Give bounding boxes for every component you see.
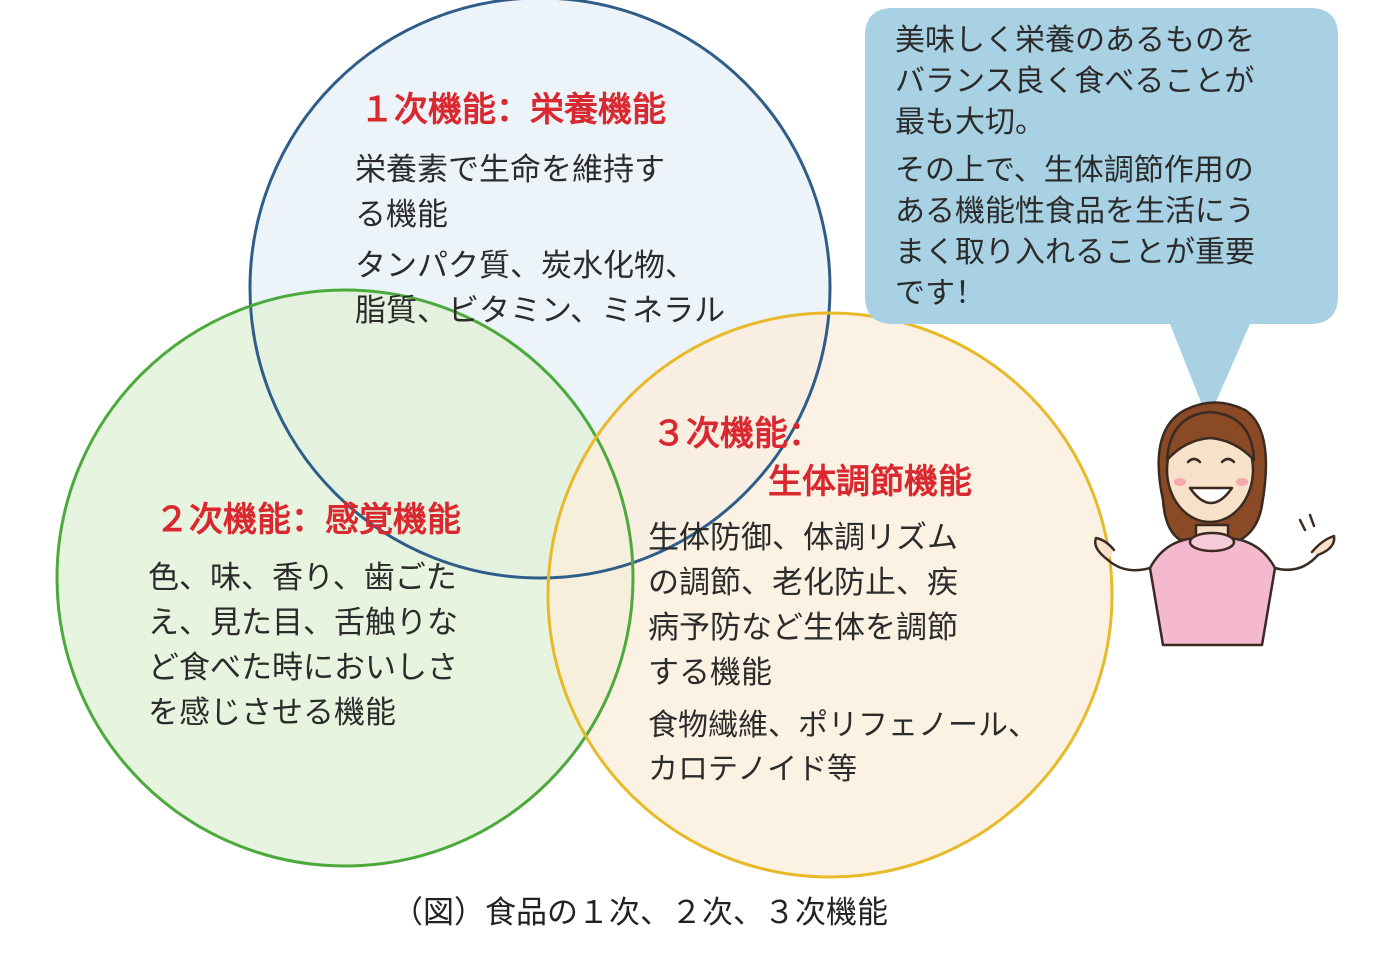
secondary-description-line: を感じさせる機能: [148, 695, 396, 731]
primary-description: 栄養素で生命を維持す る機能: [355, 148, 665, 238]
speech-bubble-shape: [865, 8, 1338, 420]
speech-line: 最も大切。: [895, 105, 1045, 140]
primary-examples: タンパク質、炭水化物、 脂質、ビタミン、ミネラル: [355, 244, 725, 334]
secondary-circle-fill: [57, 290, 633, 866]
speech-line: バランス良く食べることが: [895, 64, 1255, 99]
tertiary-heading-line2: 生体調節機能: [768, 462, 972, 502]
secondary-description-line: え、見た目、舌触りな: [148, 605, 458, 641]
primary-heading: １次機能：栄養機能: [360, 86, 666, 134]
secondary-description-line: 色、味、香り、歯ごた: [148, 560, 457, 596]
tertiary-description-line: 生体防御、体調リズム: [648, 520, 958, 556]
tertiary-examples-line: 食物繊維、ポリフェノール、: [648, 708, 1038, 743]
tertiary-description-line: 病予防など生体を調節: [648, 610, 958, 646]
secondary-description-line: ど食べた時においしさ: [148, 650, 458, 686]
primary-examples-line: 脂質、ビタミン、ミネラル: [355, 293, 726, 329]
tertiary-examples: 食物繊維、ポリフェノール、 カロテノイド等: [648, 704, 1038, 792]
tertiary-circle-fill: [548, 313, 1112, 877]
speech-line: ある機能性食品を生活にう: [895, 194, 1255, 229]
speech-bubble: [865, 8, 1338, 420]
speech-line: です！: [895, 276, 985, 311]
tertiary-description: 生体防御、体調リズム の調節、老化防止、疾 病予防など生体を調節 する機能: [648, 516, 958, 696]
secondary-circle-outline: [55, 288, 635, 868]
tertiary-examples-line: カロテノイド等: [648, 752, 858, 787]
secondary-heading: ２次機能：感覚機能: [155, 496, 461, 544]
speech-line: 美味しく栄養のあるものを: [895, 23, 1255, 58]
tertiary-heading-line1: ３次機能：: [652, 414, 822, 454]
secondary-description: 色、味、香り、歯ごた え、見た目、舌触りな ど食べた時においしさ を感じさせる機…: [148, 556, 458, 736]
primary-examples-line: タンパク質、炭水化物、: [355, 248, 696, 284]
speech-paragraph-2: その上で、生体調節作用の ある機能性食品を生活にう まく取り入れることが重要 で…: [895, 150, 1255, 314]
tertiary-circle-outline: [546, 311, 1114, 879]
figure-caption: （図）食品の１次、２次、３次機能: [392, 895, 888, 931]
secondary-heading-line: ２次機能：感覚機能: [155, 500, 461, 540]
primary-description-line: る機能: [355, 197, 448, 233]
speech-line: その上で、生体調節作用の: [895, 153, 1254, 188]
primary-description-line: 栄養素で生命を維持す: [355, 152, 665, 188]
tertiary-description-line: する機能: [648, 655, 772, 691]
smiling-woman-character-icon: [1094, 401, 1336, 647]
primary-heading-line: １次機能：栄養機能: [360, 90, 666, 130]
speech-line: まく取り入れることが重要: [895, 235, 1255, 270]
primary-circle-outline: [248, 0, 832, 580]
speech-paragraph-1: 美味しく栄養のあるものを バランス良く食べることが 最も大切。: [895, 20, 1255, 143]
tertiary-description-line: の調節、老化防止、疾: [648, 565, 958, 601]
